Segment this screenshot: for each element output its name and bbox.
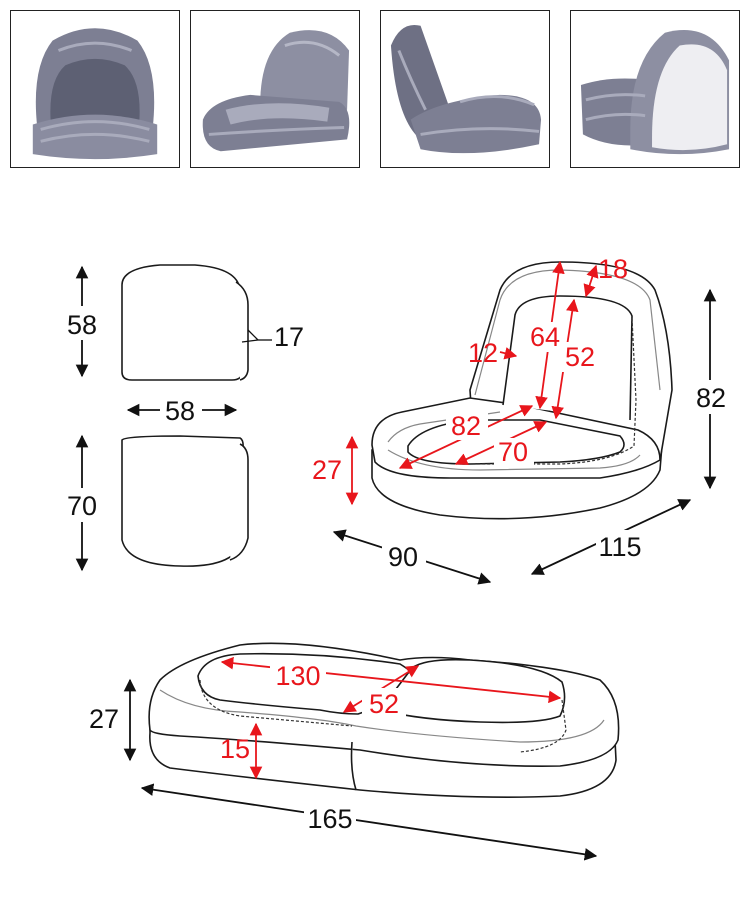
top-view-outline [121,435,249,567]
flat-length-label: 165 [307,804,352,834]
chair-seat-inner-label: 70 [498,437,528,467]
sofa-photo-front-image [32,28,158,160]
chair-back-inner-label: 52 [565,342,595,372]
product-photo-front-left [190,10,360,168]
product-photo-front [10,10,180,168]
side-view-outline [121,264,259,381]
sofa-photo-back-image [580,29,730,155]
chair-seat-outer-label: 82 [451,411,481,441]
flat-base-height-label: 15 [220,734,250,764]
product-photo-back [570,10,740,168]
flat-cushion-length-label: 130 [275,661,320,691]
chair-back-outer-label: 64 [530,322,560,352]
chair-back-edge-label: 12 [468,338,498,368]
chair-depth-label: 115 [598,532,641,562]
chair-height-label: 82 [696,383,726,413]
chair-back-edge-arrow [499,347,518,360]
flat-length-arrow [140,783,598,861]
chair-seat-height-label: 27 [312,455,342,485]
chair-back-top-label: 18 [598,254,628,284]
flat-cushion-width-label: 52 [369,689,399,719]
product-photo-side [380,10,550,168]
chair-width-label: 90 [388,542,418,572]
side-view-thickness-label: 17 [274,322,304,352]
side-view-width-label: 58 [165,396,195,426]
sofa-photo-side-image [390,24,542,154]
flat-height-label: 27 [89,704,119,734]
top-view-length-label: 70 [67,491,97,521]
sofa-photo-angle-image [202,30,350,152]
side-view-height-label: 58 [67,310,97,340]
flat-outline [148,642,620,798]
chair-outline [371,261,673,520]
chair-back-top-arrow [583,264,599,298]
